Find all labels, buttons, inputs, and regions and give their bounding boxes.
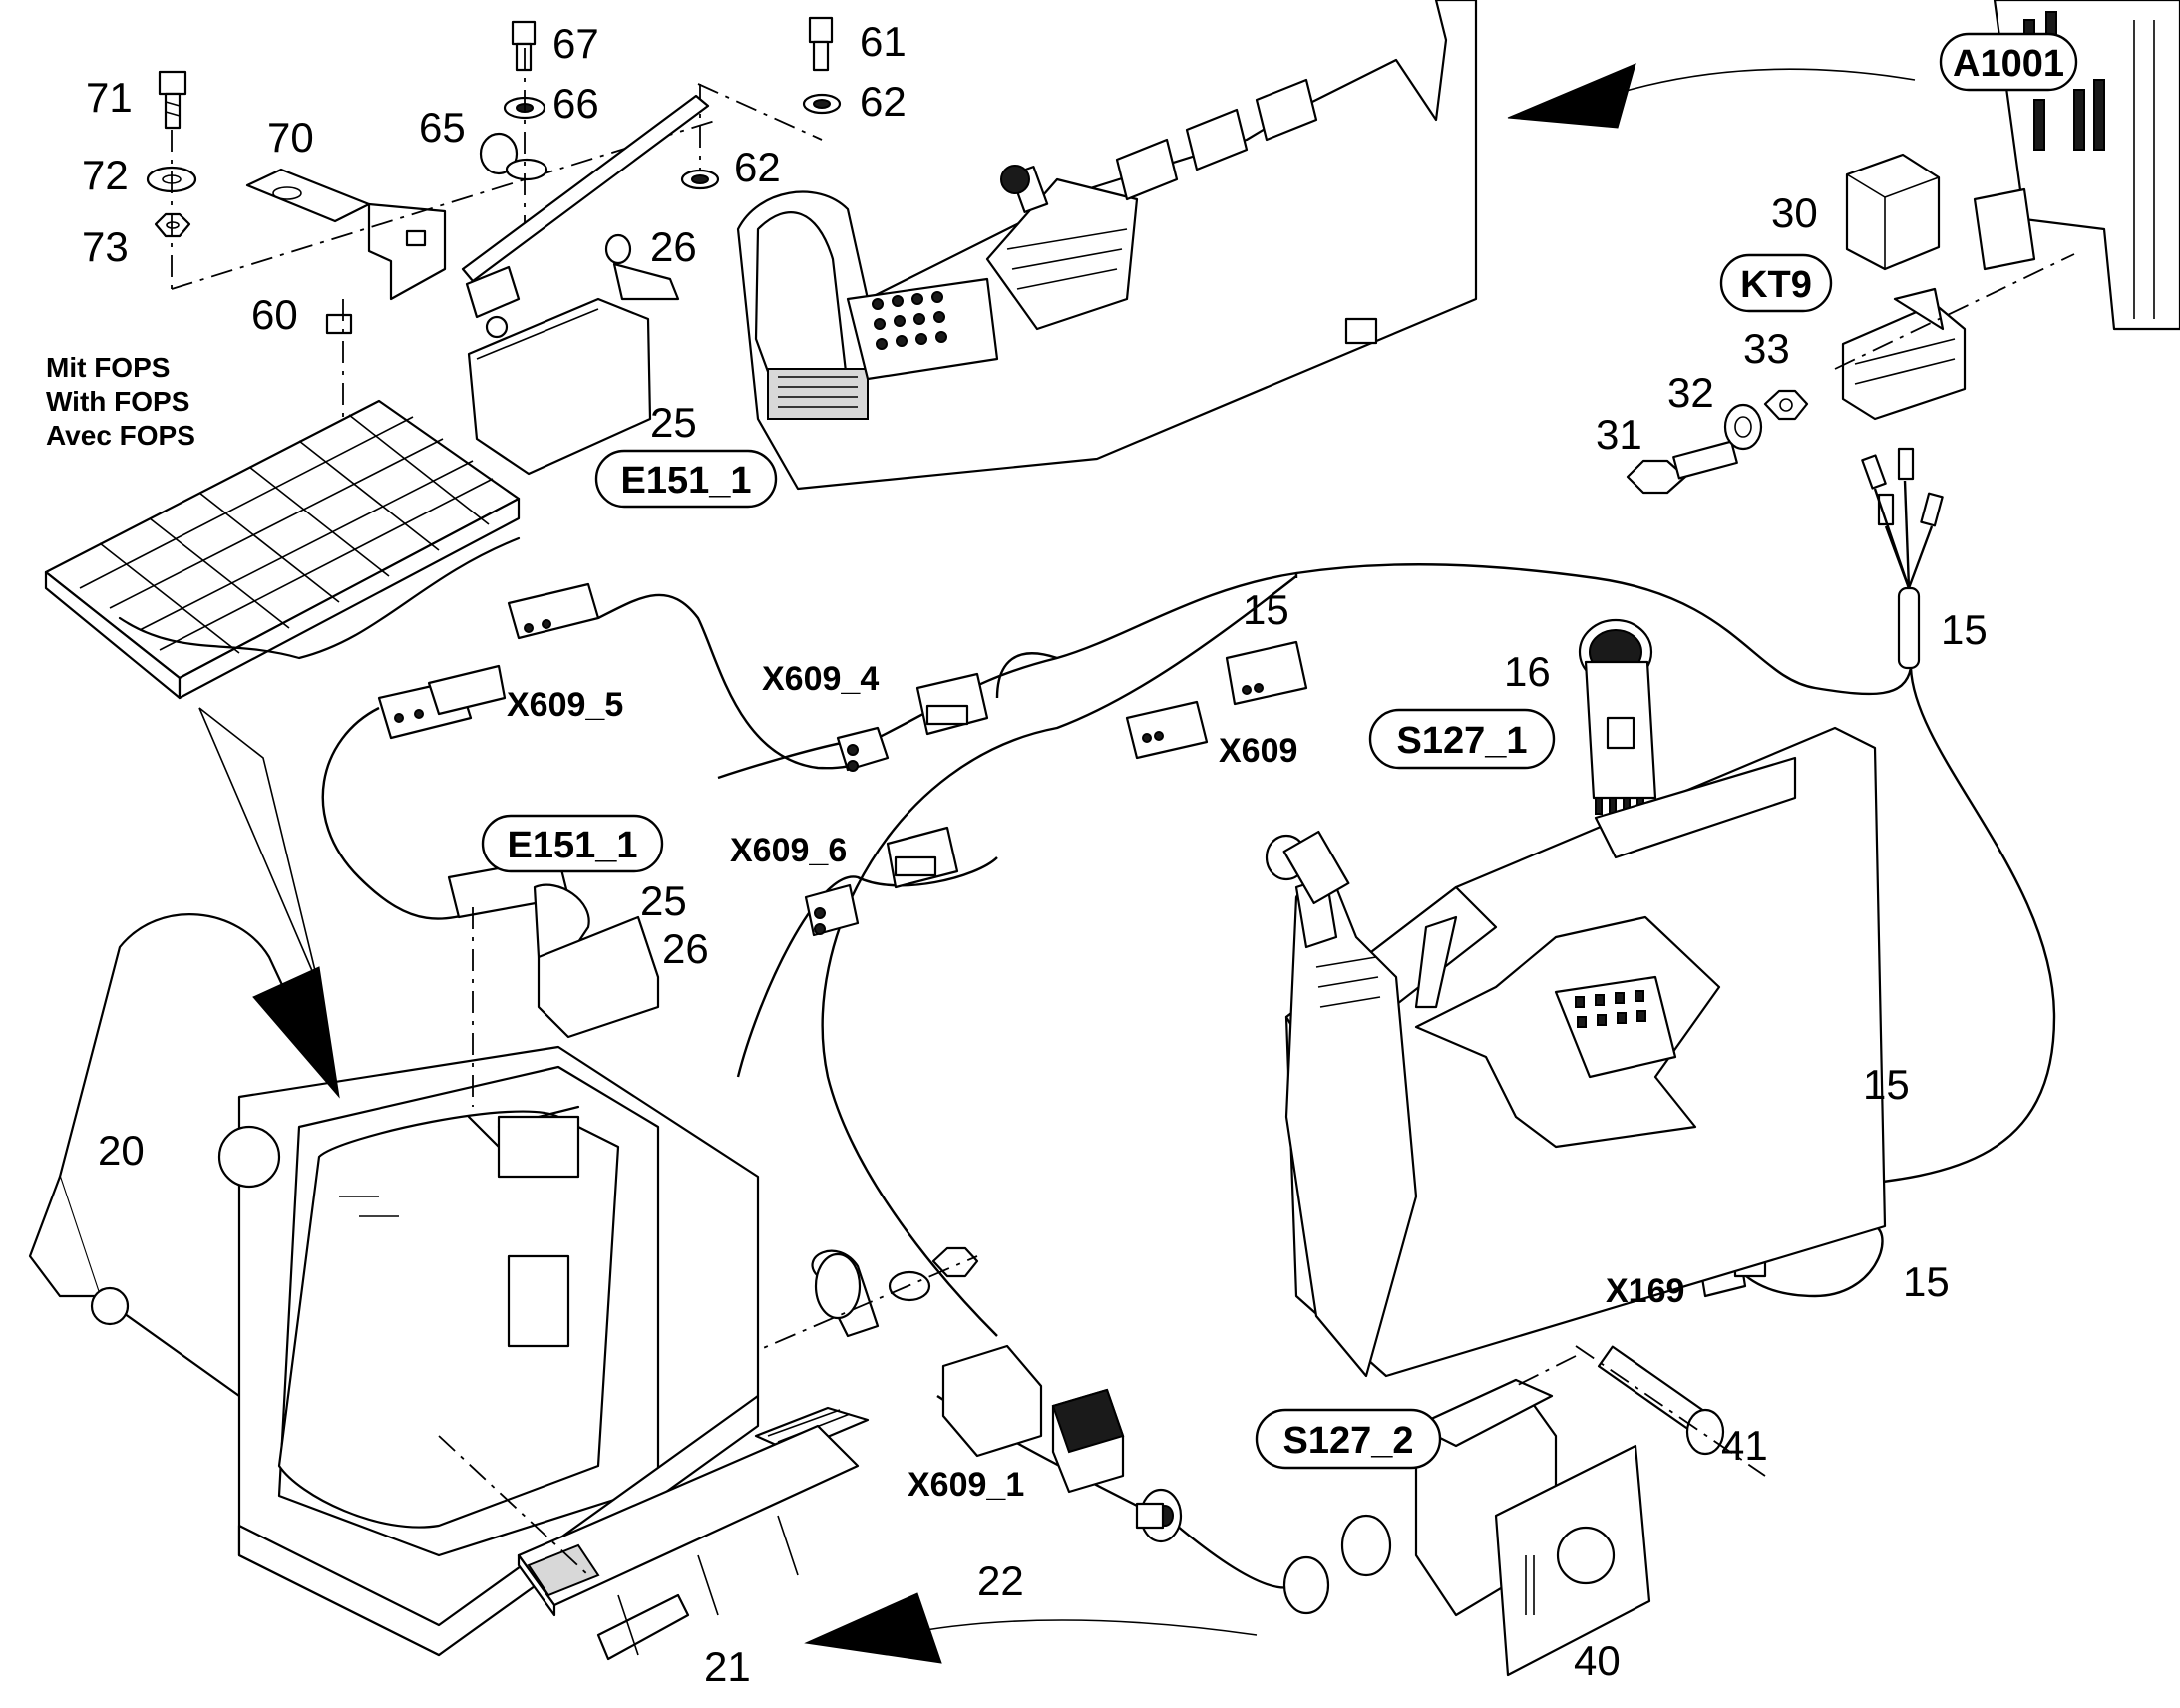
- part-number-26-mid: 26: [662, 925, 709, 972]
- direction-arrow-top: [1507, 63, 1636, 129]
- connector-labels: X609_5 X609_4 X609_6 X609 X609_1 X169: [507, 660, 1684, 1504]
- part-number-33: 33: [1743, 325, 1790, 372]
- nut-small: [931, 1246, 979, 1278]
- ladder-21: [517, 1424, 860, 1661]
- part-number-22: 22: [977, 1557, 1024, 1604]
- svg-text:S127_1: S127_1: [1396, 720, 1527, 762]
- grommet-s127-2: [1282, 1514, 1392, 1615]
- nut-33: [1763, 389, 1809, 421]
- bolt-67: [511, 20, 537, 72]
- part-number-70: 70: [267, 114, 314, 161]
- part-number-15-x169: 15: [1903, 1258, 1950, 1305]
- work-lamp-25-top: [465, 265, 652, 476]
- part-number-67: 67: [552, 20, 599, 67]
- part-number-66: 66: [552, 80, 599, 127]
- part-number-20: 20: [98, 1127, 145, 1174]
- part-number-21: 21: [704, 1643, 751, 1690]
- direction-arrow-bottom: [804, 1592, 942, 1664]
- fops-guard-grid: [44, 399, 521, 700]
- bulb-26-top: [604, 233, 680, 301]
- part-number-30: 30: [1771, 189, 1818, 236]
- part-number-15-pigtail: 15: [1941, 606, 1988, 653]
- washer-62-b: [680, 169, 720, 190]
- fops-note-en: With FOPS: [46, 386, 189, 417]
- connector-label-x609-4: X609_4: [762, 660, 879, 698]
- bolt-31: [1626, 440, 1738, 495]
- tag-s127-2: S127_2: [1255, 1408, 1442, 1470]
- part-number-25-mid: 25: [640, 877, 687, 924]
- harness-main: [717, 563, 1913, 780]
- connector-x609: [1125, 640, 1308, 760]
- operator-console-top: [736, 0, 1478, 491]
- part-number-41: 41: [1721, 1422, 1768, 1469]
- relay-socket: [1841, 287, 1967, 421]
- plug-grommet: [1135, 1488, 1183, 1543]
- part-number-62-b: 62: [734, 144, 781, 190]
- connector-x609-5: [377, 582, 600, 740]
- svg-text:S127_2: S127_2: [1282, 1420, 1413, 1462]
- rocker-switch-s127-1: [1578, 618, 1657, 815]
- tag-s127-1: S127_1: [1368, 708, 1556, 770]
- tag-a1001: A1001: [1939, 32, 2078, 92]
- tag-e151-1-mid: E151_1: [481, 814, 664, 873]
- part-number-40: 40: [1574, 1637, 1621, 1684]
- fops-note: Mit FOPS With FOPS Avec FOPS: [46, 352, 195, 451]
- part-number-60: 60: [251, 291, 298, 338]
- detail-callout-star: [1414, 915, 1721, 1149]
- part-number-15-x609: 15: [1243, 586, 1289, 633]
- part-number-32: 32: [1667, 369, 1714, 416]
- fops-note-fr: Avec FOPS: [46, 420, 195, 451]
- part-number-labels: 71 72 73 70 60 67 66 65 61 62 62 26 25 3…: [82, 18, 1988, 1690]
- nut-73: [154, 212, 191, 238]
- cable-clamp: [811, 1249, 880, 1338]
- clip-65: [479, 132, 548, 181]
- part-number-61: 61: [860, 18, 907, 65]
- screw-41: [1597, 1345, 1725, 1456]
- tag-kt9: KT9: [1719, 253, 1833, 313]
- fastener-bolt-71: [158, 70, 187, 130]
- svg-text:A1001: A1001: [1953, 43, 2064, 85]
- part-number-31: 31: [1596, 411, 1642, 458]
- bolt-61: [808, 16, 834, 72]
- switch-socket-detail: [1554, 975, 1677, 1079]
- excavator-cab-20: [28, 913, 760, 1657]
- part-number-16: 16: [1504, 648, 1551, 695]
- connector-label-x609-5: X609_5: [507, 686, 623, 724]
- fops-note-de: Mit FOPS: [46, 352, 170, 383]
- connector-x609-4: [836, 672, 989, 772]
- connector-x609-1: [941, 1344, 1125, 1494]
- part-number-62-a: 62: [860, 78, 907, 125]
- mounting-rail: [461, 94, 710, 283]
- part-number-65: 65: [419, 104, 466, 151]
- washer-32: [1723, 403, 1763, 451]
- part-number-71: 71: [86, 74, 133, 121]
- connector-label-x169: X169: [1606, 1272, 1684, 1310]
- connector-x609-6: [804, 826, 959, 937]
- part-number-15-right: 15: [1863, 1061, 1910, 1108]
- tag-e151-1-top: E151_1: [594, 449, 778, 509]
- part-number-25-top: 25: [650, 399, 697, 446]
- switch-plate-40: [1494, 1444, 1651, 1677]
- part-number-73: 73: [82, 223, 129, 270]
- relay-30: [1845, 153, 1941, 271]
- svg-text:E151_1: E151_1: [507, 825, 637, 866]
- svg-text:KT9: KT9: [1740, 264, 1812, 306]
- bracket-70: [245, 168, 447, 335]
- component-tags: E151_1 E151_1 A1001 KT9 S127_1 S127_2: [481, 32, 2078, 1470]
- part-number-26-top: 26: [650, 223, 697, 270]
- direction-arrow-cab: [252, 966, 340, 1099]
- washer-62-a: [802, 93, 842, 115]
- connector-label-x609-6: X609_6: [730, 832, 847, 869]
- part-number-72: 72: [82, 152, 129, 198]
- wire-pigtail-15: [1861, 447, 1944, 670]
- work-lamp-25-mid: [447, 855, 660, 1039]
- connector-label-x609-1: X609_1: [908, 1466, 1024, 1504]
- connector-label-x609: X609: [1219, 732, 1297, 770]
- svg-text:E151_1: E151_1: [620, 460, 751, 502]
